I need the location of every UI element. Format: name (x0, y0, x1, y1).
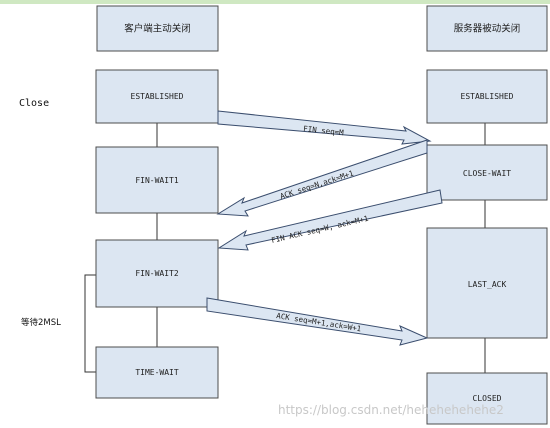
wait-2msl-bracket (84, 274, 96, 373)
client-state-established: ESTABLISHED (95, 69, 219, 124)
client-state-fin-wait2: FIN-WAIT2 (95, 239, 219, 308)
client-state-fin-wait2-label: FIN-WAIT2 (135, 269, 179, 278)
top-strip (0, 0, 550, 4)
server-state-close-wait-label: CLOSE-WAIT (463, 169, 511, 178)
client-state-fin-wait1: FIN-WAIT1 (95, 146, 219, 214)
server-header: 服务器被动关闭 (426, 5, 548, 52)
wait-2msl-label: 等待2MSL (21, 317, 61, 328)
client-header-label: 客户端主动关闭 (124, 23, 191, 35)
watermark: https://blog.csdn.net/hehehehehehe2 (278, 403, 504, 417)
client-state-established-label: ESTABLISHED (131, 92, 184, 101)
message-final-ack-arrow: ACK seq=M+1,ack=W+1 (206, 297, 429, 346)
message-fin-arrow: FIN seq=M (217, 110, 432, 145)
server-state-closed-label: CLOSED (473, 394, 502, 403)
message-ack-label: ACK seq=N,ack=M+1 (279, 169, 355, 201)
server-state-close-wait: CLOSE-WAIT (426, 144, 548, 201)
server-state-established: ESTABLISHED (426, 69, 548, 124)
message-fin-label: FIN seq=M (303, 124, 345, 137)
client-state-time-wait-label: TIME-WAIT (135, 368, 179, 377)
server-state-closed: CLOSED (426, 372, 548, 425)
server-header-label: 服务器被动关闭 (454, 23, 521, 35)
server-state-last-ack: LAST_ACK (426, 227, 548, 339)
client-state-fin-wait1-label: FIN-WAIT1 (135, 176, 179, 185)
server-state-established-label: ESTABLISHED (461, 92, 514, 101)
close-label: Close (19, 98, 49, 109)
client-header: 客户端主动关闭 (96, 5, 219, 52)
client-state-time-wait: TIME-WAIT (95, 346, 219, 399)
server-state-last-ack-label: LAST_ACK (468, 280, 507, 289)
